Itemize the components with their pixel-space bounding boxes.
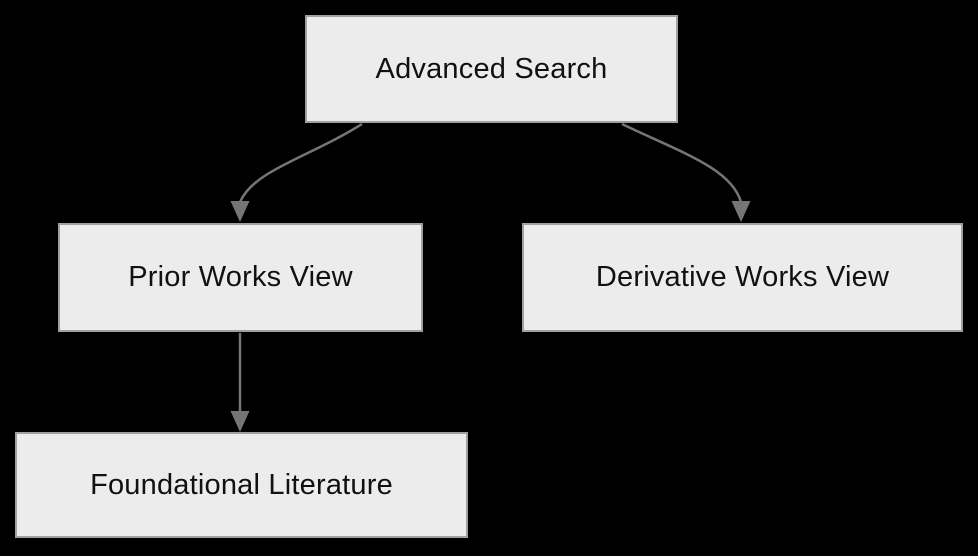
edge-advanced-search-to-prior-works xyxy=(230,122,363,222)
node-advanced-search-label: Advanced Search xyxy=(375,52,608,85)
node-foundational-literature-label: Foundational Literature xyxy=(90,468,393,501)
edge-advanced-search-to-derivative-works xyxy=(621,122,751,222)
node-derivative-works-view-label: Derivative Works View xyxy=(595,261,890,293)
node-prior-works-view: Prior Works View xyxy=(58,223,423,332)
node-advanced-search: Advanced Search xyxy=(305,15,678,123)
node-foundational-literature: Foundational Literature xyxy=(15,432,468,538)
edge-prior-works-to-foundational-literature xyxy=(230,333,250,432)
node-prior-works-view-label: Prior Works View xyxy=(128,261,353,293)
node-derivative-works-view: Derivative Works View xyxy=(522,223,963,332)
